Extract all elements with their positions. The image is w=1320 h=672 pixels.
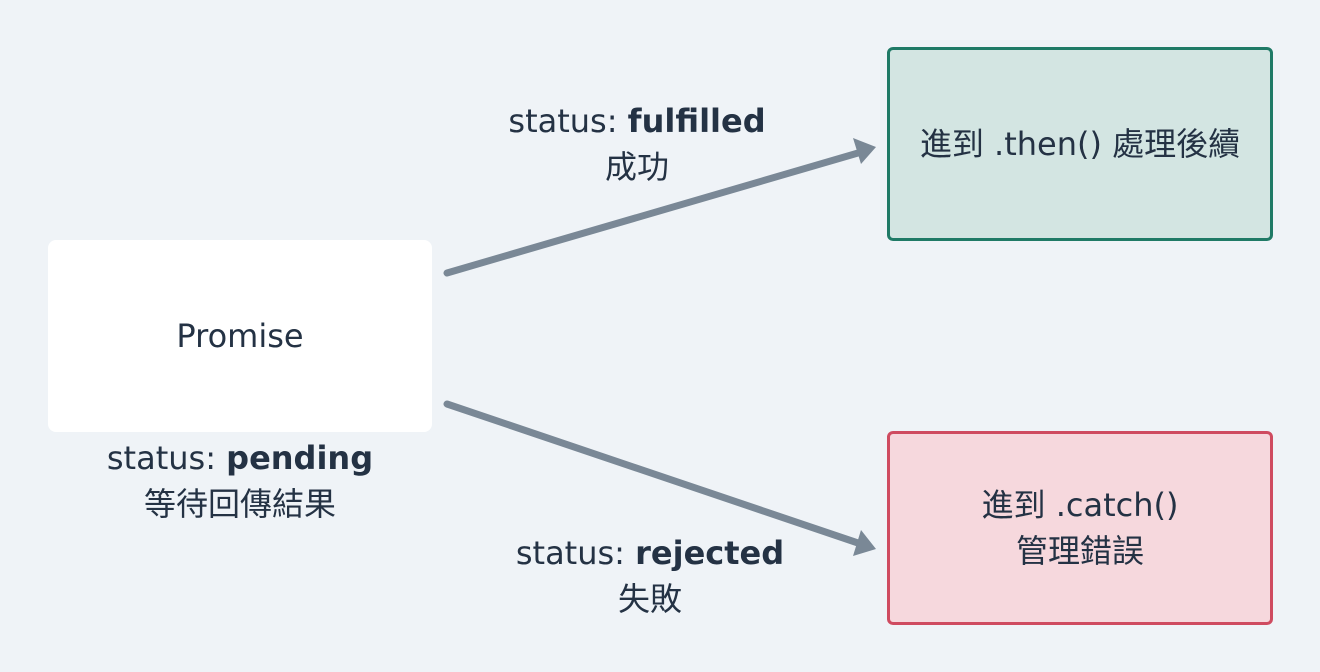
pending-status-description: 等待回傳結果: [143, 485, 336, 523]
promise-node-label: Promise: [176, 317, 304, 355]
fulfilled-status-label: status: fulfilled 成功: [437, 98, 837, 190]
arrow-to-then: [443, 149, 862, 277]
promise-node: Promise: [48, 240, 432, 432]
fulfilled-status-prefix: status:: [508, 102, 628, 140]
fulfilled-status-line: status: fulfilled: [437, 98, 837, 144]
catch-node-line1: 進到 .catch(): [981, 486, 1179, 524]
fulfilled-status-value: fulfilled: [627, 102, 766, 140]
arrowhead-catch: [853, 530, 876, 556]
catch-node: 進到 .catch() 管理錯誤: [887, 431, 1273, 625]
then-node-label: 進到 .then() 處理後續: [919, 125, 1241, 163]
pending-status-label: status: pending 等待回傳結果: [40, 435, 440, 527]
pending-status-line: status: pending: [40, 435, 440, 481]
fulfilled-status-description: 成功: [604, 148, 669, 186]
rejected-status-line: status: rejected: [450, 530, 850, 576]
pending-status-prefix: status:: [106, 439, 227, 477]
arrowhead-then: [853, 138, 876, 164]
rejected-status-description: 失敗: [617, 580, 682, 618]
rejected-status-value: rejected: [635, 534, 785, 572]
rejected-status-label: status: rejected 失敗: [450, 530, 850, 622]
then-node: 進到 .then() 處理後續: [887, 47, 1273, 241]
arrow-to-catch: [443, 400, 862, 547]
rejected-status-prefix: status:: [515, 534, 636, 572]
pending-status-value: pending: [226, 439, 374, 477]
catch-node-line2: 管理錯誤: [1015, 532, 1144, 570]
